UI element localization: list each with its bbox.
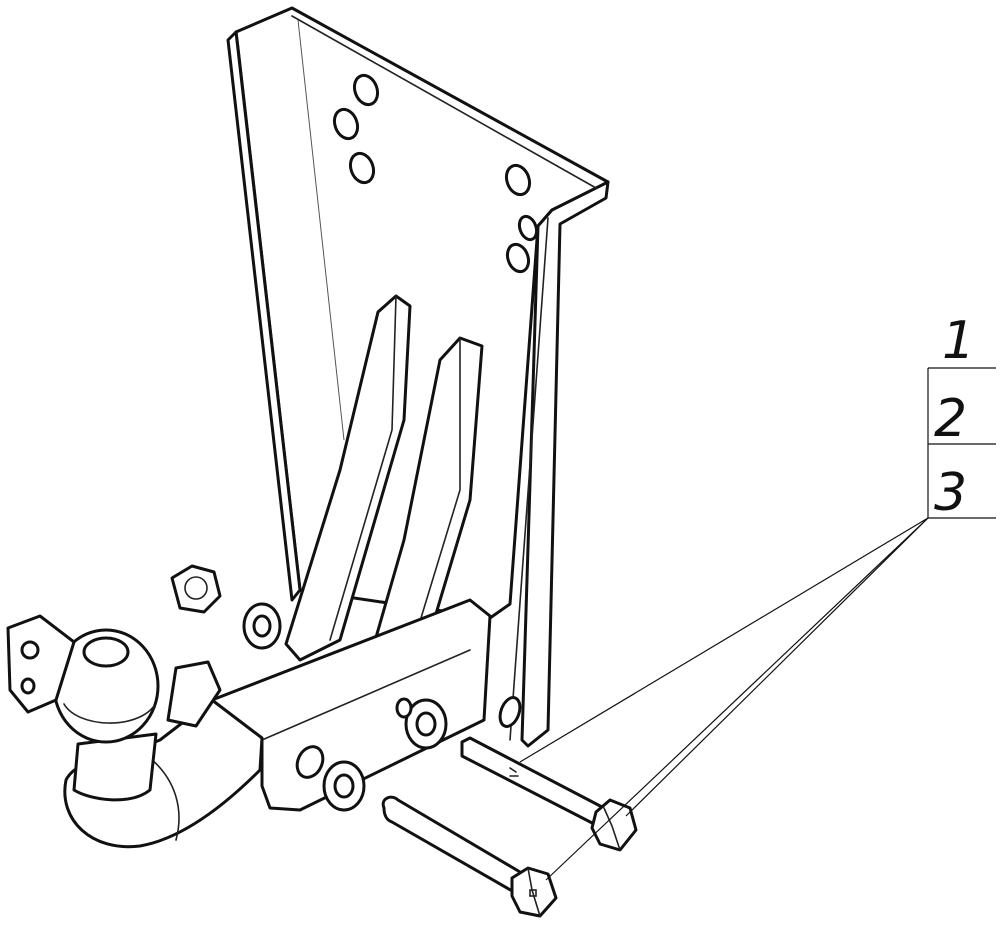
callout-label-1: 1 [942,311,975,371]
tow-ball [52,628,264,849]
bolt-upper [460,736,638,852]
callout-stack: 1 2 3 [519,311,996,881]
leader-line-2 [625,517,929,817]
leader-line-3 [545,517,929,881]
bolt-lower [381,795,558,918]
leader-line-1 [519,517,929,763]
plate-holes [332,73,539,728]
callout-label-2: 2 [934,389,967,449]
washers [242,602,448,812]
left-bracket [6,614,222,728]
callout-label-3: 3 [934,463,967,523]
hex-nut [170,564,222,614]
mounting-plate [226,6,610,748]
